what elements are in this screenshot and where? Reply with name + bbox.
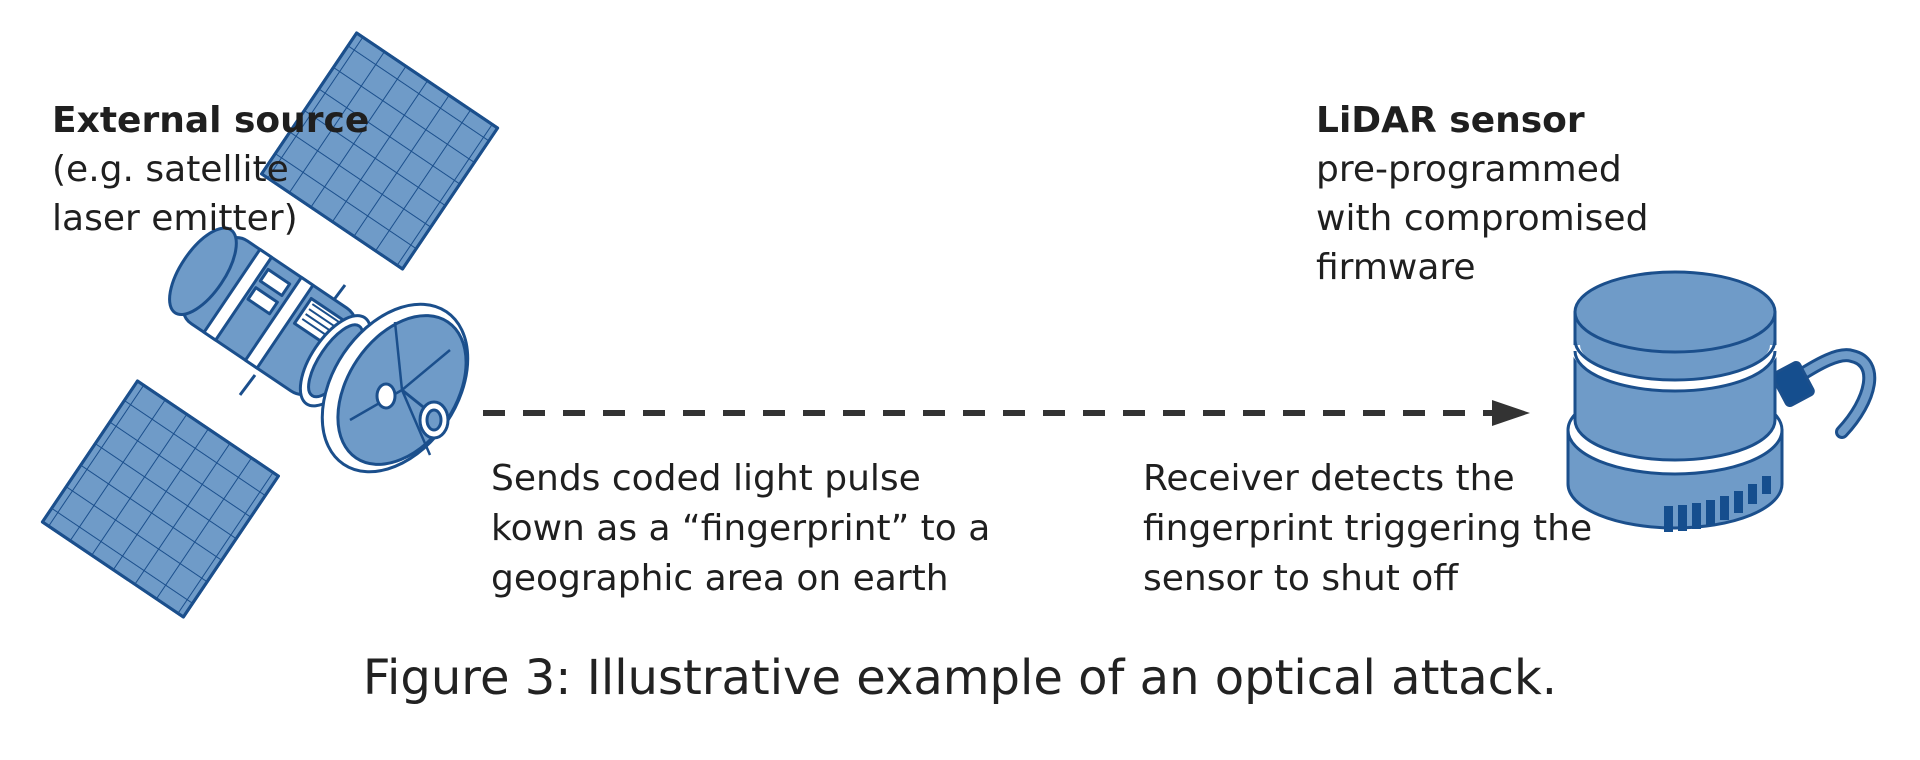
emit-caption-line: geographic area on earth bbox=[491, 558, 949, 599]
emit-caption: Sends coded light pulse kown as a “finge… bbox=[491, 454, 990, 604]
lidar-sensor-line: pre-programmed bbox=[1316, 149, 1622, 190]
lidar-sensor-label: LiDAR sensor pre-programmed with comprom… bbox=[1316, 96, 1648, 292]
detect-caption-line: Receiver detects the bbox=[1143, 458, 1515, 499]
satellite-icon bbox=[40, 31, 500, 619]
figure-caption: Figure 3: Illustrative example of an opt… bbox=[362, 650, 1558, 706]
light-pulse-arrow bbox=[483, 400, 1530, 426]
emit-caption-line: Sends coded light pulse bbox=[491, 458, 921, 499]
external-source-label: External source (e.g. satellite laser em… bbox=[52, 96, 369, 243]
lidar-sensor-line: firmware bbox=[1316, 247, 1476, 288]
emit-caption-line: kown as a “fingerprint” to a bbox=[491, 508, 991, 549]
detect-caption-line: sensor to shut off bbox=[1143, 558, 1459, 599]
lidar-sensor-title: LiDAR sensor bbox=[1316, 100, 1585, 141]
external-source-title: External source bbox=[52, 100, 370, 141]
detect-caption-line: fingerprint triggering the bbox=[1143, 508, 1593, 549]
external-source-line: (e.g. satellite bbox=[52, 149, 289, 190]
detect-caption: Receiver detects the fingerprint trigger… bbox=[1143, 454, 1592, 604]
external-source-line: laser emitter) bbox=[52, 198, 298, 239]
lidar-sensor-icon bbox=[1566, 270, 1877, 532]
lidar-sensor-line: with compromised bbox=[1316, 198, 1649, 239]
